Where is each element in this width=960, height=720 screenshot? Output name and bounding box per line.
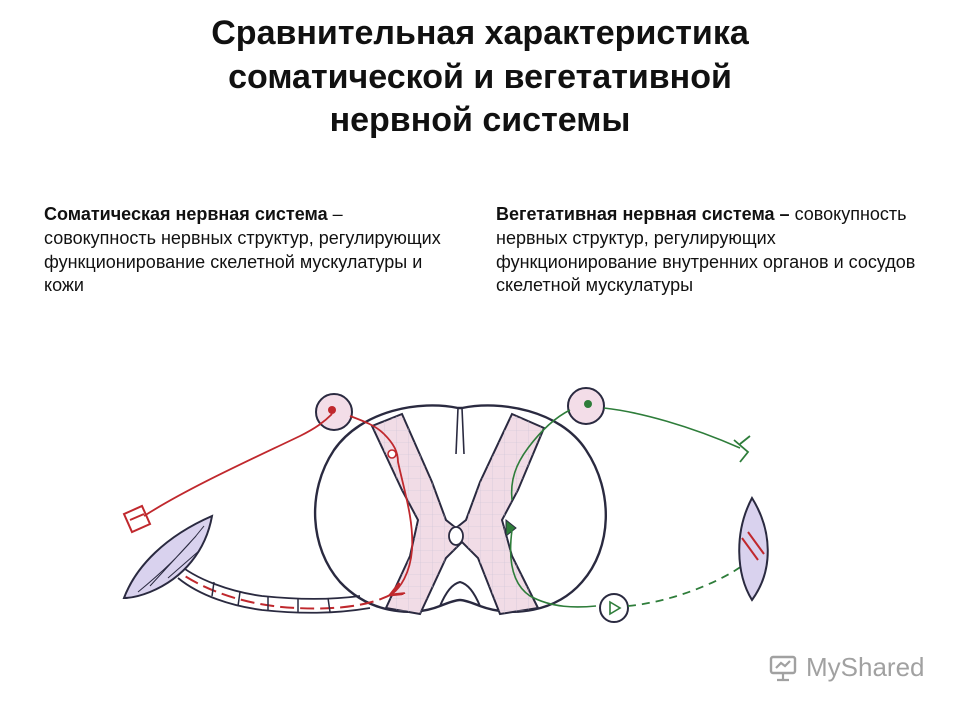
somatic-afferent-fiber [143, 413, 333, 517]
reflex-arc-diagram [122, 387, 769, 623]
title-line-2: соматической и вегетативной [228, 57, 732, 96]
somatic-text: – совокупность нервных структур, регулир… [44, 204, 441, 296]
somatic-interneuron [387, 449, 397, 459]
spinal-cord-outline [313, 404, 607, 613]
somatic-definition: Соматическая нервная система – совокупно… [44, 203, 444, 298]
posterior-median-sulcus [455, 407, 465, 455]
somatic-efferent-fiber [175, 569, 392, 610]
watermark-text: MyShared [806, 652, 925, 682]
smooth-muscle-organ [738, 495, 769, 602]
title-line-3: нервной системы [329, 101, 631, 140]
autonomic-vegetative-ganglion [599, 593, 629, 623]
skeletal-muscle [122, 514, 214, 600]
autonomic-afferent-fiber [603, 407, 741, 449]
autonomic-preganglionic-fiber [509, 529, 597, 608]
myshared-watermark: MyShared [768, 652, 925, 683]
central-canal [448, 526, 464, 546]
spinal-cord-cross-section [313, 404, 607, 616]
autonomic-ganglion-cell [584, 400, 592, 408]
anterior-median-fissure [439, 580, 481, 607]
somatic-intraspinal-path [383, 433, 414, 595]
autonomic-heading: Вегетативная нервная система – [496, 204, 790, 224]
autonomic-dorsal-root [510, 409, 571, 501]
autonomic-pathway [505, 387, 769, 623]
autonomic-text: совокупность нервных структур, регулирую… [496, 204, 916, 296]
somatic-pathway [122, 393, 414, 614]
autonomic-receptor [733, 435, 751, 463]
somatic-nerve-sheath [175, 561, 371, 614]
slide-title: Сравнительная характеристика соматическо… [40, 12, 920, 143]
somatic-heading: Соматическая нервная система [44, 204, 328, 224]
somatic-dorsal-root [349, 415, 385, 435]
presentation-board-icon [769, 655, 797, 681]
autonomic-postganglionic-fiber [627, 565, 743, 607]
autonomic-definition: Вегетативная нервная система – совокупно… [496, 203, 916, 298]
title-line-1: Сравнительная характеристика [211, 14, 749, 52]
somatic-ganglion-cell [328, 406, 336, 414]
somatic-skin-receptor [122, 504, 152, 534]
